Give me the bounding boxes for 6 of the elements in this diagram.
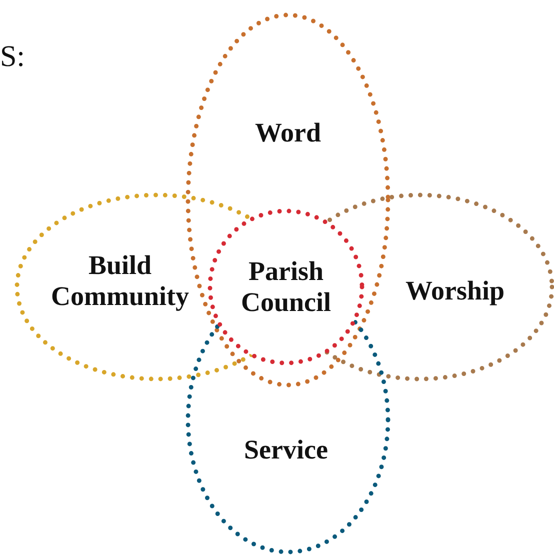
circle-label: Service bbox=[243, 434, 329, 466]
circle-label: Word bbox=[254, 118, 322, 148]
circle-label: Worship bbox=[404, 276, 506, 306]
heading-fragment: S: bbox=[0, 40, 26, 74]
circle-label: Parish Council bbox=[240, 256, 332, 318]
circle-label: Build Community bbox=[50, 250, 190, 312]
